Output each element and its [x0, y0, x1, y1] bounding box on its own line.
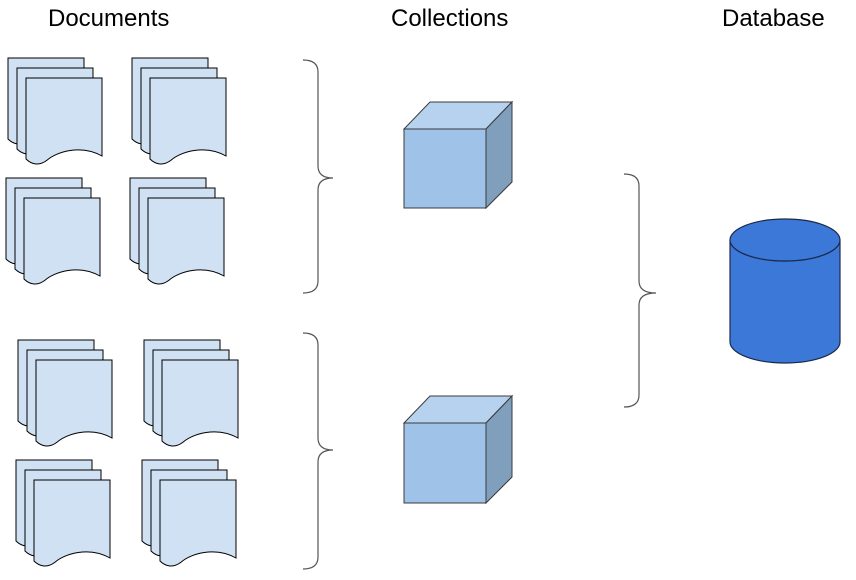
- document-stack-icon: [129, 177, 225, 285]
- collections-heading: Collections: [391, 5, 509, 32]
- database-heading: Database: [722, 5, 825, 32]
- database-cylinder-icon: [729, 218, 841, 364]
- document-page: [35, 359, 113, 447]
- document-page: [159, 479, 237, 567]
- documents-heading: Documents: [48, 5, 170, 32]
- document-page: [23, 197, 101, 285]
- document-stacks: [5, 57, 239, 567]
- document-stack-icon: [141, 459, 237, 567]
- document-stack-icon: [143, 339, 239, 447]
- document-page: [161, 359, 239, 447]
- brace-icon: [623, 173, 657, 408]
- document-page: [149, 77, 227, 165]
- document-stack-icon: [17, 339, 113, 447]
- document-page: [147, 197, 225, 285]
- collection-cube-icon: [402, 100, 514, 210]
- document-page: [25, 77, 103, 165]
- brace-icon: [302, 332, 334, 570]
- document-stack-icon: [5, 177, 101, 285]
- brace-icon: [302, 59, 334, 294]
- document-stack-icon: [15, 459, 111, 567]
- document-stack-icon: [131, 57, 227, 165]
- document-stack-icon: [7, 57, 103, 165]
- collection-cube-icon: [402, 394, 514, 505]
- document-page: [33, 479, 111, 567]
